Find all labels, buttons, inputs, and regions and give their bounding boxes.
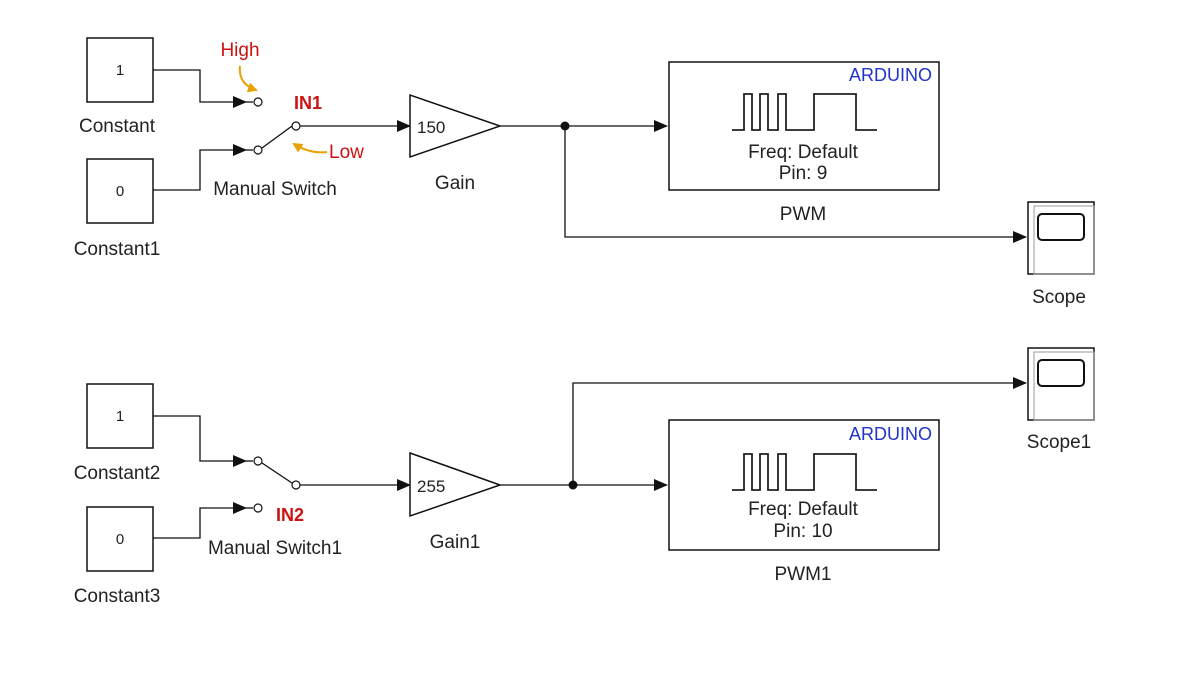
pwm1-block[interactable]: ARDUINO Freq: Default Pin: 10	[668, 419, 940, 551]
gain-value: 150	[417, 118, 445, 137]
scope-block[interactable]	[1027, 201, 1095, 275]
gain1-block[interactable]: 255	[409, 451, 503, 518]
high-annotation: High	[220, 40, 259, 61]
constant-value: 1	[116, 62, 124, 79]
pwm-block[interactable]: ARDUINO Freq: Default Pin: 9	[668, 61, 940, 191]
pwm-brand: ARDUINO	[849, 65, 932, 85]
wire-constant2-to-switch1	[153, 415, 247, 467]
wire-branch-to-scope1	[572, 377, 1027, 485]
pwm-pin: Pin: 9	[779, 163, 828, 184]
wire-constant1-to-switch	[153, 144, 247, 191]
gain-label: Gain	[435, 173, 475, 194]
scope-screen-icon	[1037, 213, 1085, 241]
manual-switch-label: Manual Switch	[213, 179, 337, 200]
constant-block[interactable]: 1	[86, 37, 154, 103]
manual-switch1-block[interactable]	[246, 456, 301, 513]
high-annotation-arrow	[238, 65, 258, 93]
pwm1-waveform-icon	[732, 453, 877, 491]
constant1-block[interactable]: 0	[86, 158, 154, 224]
constant2-label: Constant2	[74, 463, 161, 484]
gain-block[interactable]: 150	[409, 93, 503, 159]
scope1-shadow	[1033, 351, 1095, 421]
constant3-label: Constant3	[74, 586, 161, 607]
constant-label: Constant	[79, 116, 156, 137]
manual-switch-block[interactable]	[246, 97, 301, 155]
manual-switch1-label: Manual Switch1	[208, 538, 342, 559]
constant3-block[interactable]: 0	[86, 506, 154, 572]
low-annotation-arrow	[292, 142, 328, 154]
pwm-waveform-icon	[732, 93, 877, 131]
constant2-block[interactable]: 1	[86, 383, 154, 449]
pwm1-pin: Pin: 10	[773, 521, 832, 542]
pwm-freq: Freq: Default	[748, 142, 859, 163]
wire-constant-to-switch	[153, 69, 247, 108]
scope-label: Scope	[1032, 287, 1086, 308]
scope1-label: Scope1	[1027, 432, 1091, 453]
constant3-value: 0	[116, 531, 124, 548]
pwm-label: PWM	[780, 204, 826, 225]
constant1-label: Constant1	[74, 239, 161, 260]
in1-tag: IN1	[294, 93, 322, 113]
gain1-value: 255	[417, 477, 445, 496]
low-annotation: Low	[329, 142, 364, 163]
wire-branch-to-scope	[564, 126, 1027, 243]
pwm1-brand: ARDUINO	[849, 424, 932, 444]
in2-tag: IN2	[276, 505, 304, 525]
pwm1-label: PWM1	[775, 564, 832, 585]
constant2-value: 1	[116, 408, 124, 425]
gain1-label: Gain1	[430, 532, 481, 553]
constant1-value: 0	[116, 183, 124, 200]
pwm1-freq: Freq: Default	[748, 499, 859, 520]
wire-constant3-to-switch1	[153, 502, 247, 539]
scope1-block[interactable]	[1027, 347, 1095, 421]
scope1-screen-icon	[1037, 359, 1085, 387]
scope-shadow	[1033, 205, 1095, 275]
